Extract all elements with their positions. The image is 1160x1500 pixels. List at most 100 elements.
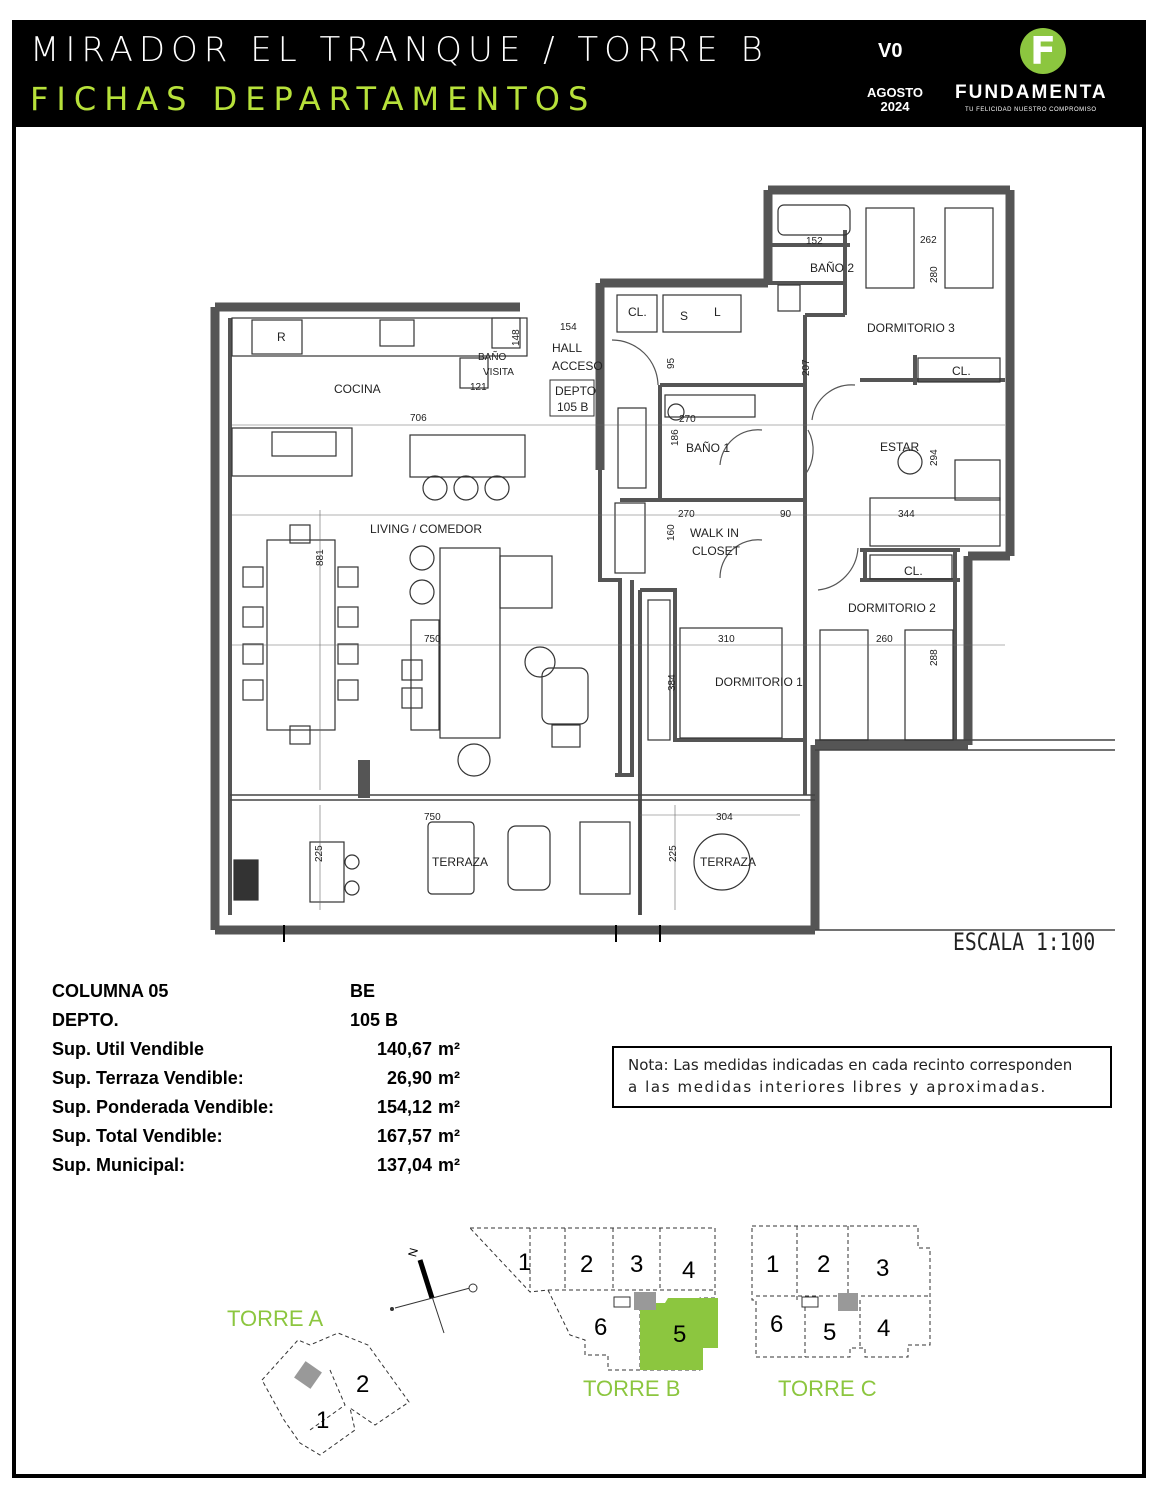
toilet-icon: [667, 403, 685, 421]
torre-b-label: TORRE B: [583, 1376, 680, 1401]
spec-label: DEPTO.: [52, 1010, 119, 1030]
label-dorm2: DORMITORIO 2: [848, 601, 936, 615]
note-line: Nota: Las medidas indicadas en cada reci…: [628, 1056, 1073, 1074]
chair-icon: [289, 725, 311, 745]
spec-label: COLUMNA 05: [52, 981, 169, 1001]
dim-152: 152: [806, 236, 823, 247]
dimension-lines: [232, 424, 1005, 910]
ottoman-icon: [551, 724, 581, 748]
spec-unit: m²: [438, 1068, 460, 1088]
version-label: V0: [878, 40, 903, 62]
plant-icon: [524, 646, 556, 678]
chair-icon: [337, 566, 359, 588]
bed-single: [865, 207, 915, 289]
dining-table: [266, 539, 336, 731]
brand-tagline: TU FELICIDAD NUESTRO COMPROMISO: [965, 107, 1097, 113]
date-label: AGOSTO 2024: [858, 86, 932, 114]
spec-label: Sup. Util Vendible: [52, 1039, 205, 1059]
bathtub-icon: [777, 204, 851, 236]
door-icon: [817, 547, 859, 591]
sofa: [439, 547, 501, 739]
sheet-subtitle: FICHAS DEPARTAMENTOS: [30, 80, 597, 118]
label-closet: CLOSET: [692, 544, 741, 558]
chair-icon: [242, 643, 264, 665]
dim-262: 262: [920, 235, 937, 246]
stool-icon: [484, 475, 510, 501]
spec-value: 140,67: [376, 1039, 432, 1059]
chair-icon: [337, 679, 359, 701]
bed-single: [944, 207, 994, 289]
dim-304: 304: [716, 812, 733, 823]
guest-toilet-icon: [459, 357, 489, 389]
armchair-icon: [541, 667, 589, 725]
double-vanity-icon: [664, 394, 756, 418]
label-terraza-a: TERRAZA: [432, 855, 488, 869]
torre-b-divisions: [529, 1228, 715, 1370]
label-l: L: [714, 305, 721, 319]
unit-number: 6: [770, 1311, 783, 1338]
stool-icon: [422, 475, 448, 501]
label-closet-1: CL.: [628, 305, 647, 319]
closet-box: [869, 554, 953, 580]
unit-5-highlight: [640, 1298, 718, 1370]
spec-unit: m²: [438, 1039, 460, 1059]
brand-name: FUNDAMENTA: [955, 82, 1108, 103]
round-table-icon: [457, 743, 491, 777]
label-bano-visita-2: VISITA: [483, 367, 514, 378]
chair-icon: [401, 687, 423, 709]
label-estar: ESTAR: [880, 440, 919, 454]
lounge-chair: [427, 821, 475, 895]
unit-number: 1: [766, 1251, 779, 1278]
dim-344: 344: [898, 509, 915, 520]
chair-icon: [242, 566, 264, 588]
chair-icon: [242, 679, 264, 701]
unit-number: 2: [817, 1251, 830, 1278]
torre-c-label: TORRE C: [778, 1376, 877, 1401]
shower-icon: [617, 407, 647, 489]
spec-label: Sup. Municipal:: [52, 1155, 185, 1175]
label-depto-number: 105 B: [557, 400, 588, 414]
unit-number: 5: [823, 1319, 836, 1346]
depto-tag-box: [549, 379, 595, 417]
kitchen-counter-top: [231, 317, 528, 357]
dim-186: 186: [670, 429, 681, 446]
dim-881: 881: [315, 549, 326, 566]
fridge: [251, 319, 303, 355]
dim-95: 95: [666, 357, 677, 369]
sofa-chaise: [499, 555, 553, 609]
column: [358, 760, 370, 798]
chair-icon: [401, 659, 423, 681]
label-depto: DEPTO: [555, 384, 596, 398]
core-icon: [294, 1361, 322, 1389]
closet-box: [616, 294, 658, 333]
spec-label: Sup. Total Vendible:: [52, 1126, 223, 1146]
dim-207: 207: [801, 359, 812, 376]
dim-90: 90: [780, 509, 792, 520]
label-dorm1: DORMITORIO 1: [715, 675, 803, 689]
terrace-posts: [283, 925, 661, 942]
door-icon: [804, 429, 814, 476]
lamp-icon: [409, 545, 435, 571]
dim-121: 121: [470, 382, 487, 393]
estar-table: [954, 459, 1001, 501]
door-icon: [811, 384, 856, 421]
date-month: AGOSTO: [866, 85, 924, 100]
torre-a-label: TORRE A: [227, 1306, 324, 1331]
dim-270-a: 270: [679, 414, 696, 425]
label-dorm3: DORMITORIO 3: [867, 321, 955, 335]
unit-number: 2: [356, 1371, 369, 1398]
unit-number: 3: [630, 1251, 643, 1278]
stool-icon: [344, 854, 360, 870]
label-bano1: BAÑO 1: [686, 441, 730, 455]
north-label: N: [405, 1246, 421, 1258]
torre-a-divisions: [309, 1369, 346, 1431]
unit-number: 3: [876, 1255, 889, 1282]
dim-750-a: 750: [424, 634, 441, 645]
dim-280: 280: [929, 266, 940, 283]
bbq-grill-icon: [233, 859, 259, 901]
measurement-note: Nota: Las medidas indicadas en cada reci…: [612, 1046, 1112, 1108]
label-cocina: COCINA: [334, 382, 381, 396]
side-table: [410, 619, 440, 731]
chair-icon: [337, 606, 359, 628]
bed-single: [904, 629, 954, 741]
